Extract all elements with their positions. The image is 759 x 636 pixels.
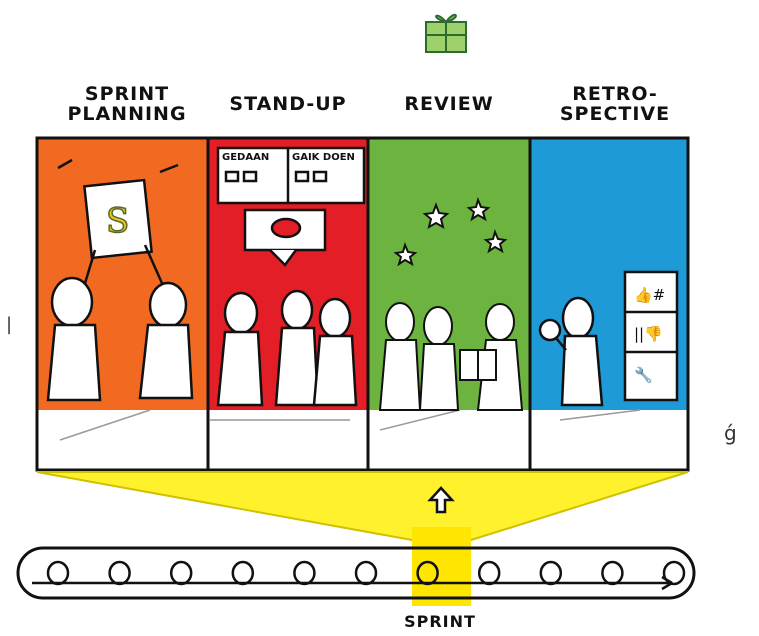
conveyor-loop xyxy=(293,560,316,586)
planning-scene: S xyxy=(46,158,194,402)
conveyor-loop xyxy=(354,560,378,586)
gift-icon xyxy=(425,13,467,53)
svg-text:|: | xyxy=(6,314,12,335)
conveyor-loop xyxy=(477,560,501,586)
svg-text:ǵ: ǵ xyxy=(724,421,737,445)
up-arrow-icon xyxy=(427,486,455,514)
panels-frame xyxy=(35,136,690,472)
conveyor-loop xyxy=(601,560,624,586)
conveyor-loop xyxy=(46,560,70,586)
sprint-conveyor xyxy=(16,546,696,600)
board-col-todo: GAIK DOEN xyxy=(292,152,355,163)
feedback-board xyxy=(623,270,679,402)
sprint-highlight xyxy=(412,527,471,606)
label-sprint-planning: SPRINT PLANNING xyxy=(67,83,187,125)
floor-strip xyxy=(37,410,688,470)
retro-scene: 👍# ||👎 🔧 xyxy=(538,270,679,407)
sprint-funnel xyxy=(36,471,689,541)
standup-scene xyxy=(216,146,366,407)
svg-text:👍#: 👍# xyxy=(634,286,665,304)
task-board xyxy=(216,146,366,205)
conveyor-loop xyxy=(539,560,563,586)
conveyor-loop xyxy=(169,560,193,586)
board-col-done: GEDAAN xyxy=(222,152,270,163)
conveyor-loop xyxy=(662,560,686,586)
magnifier-icon xyxy=(538,318,562,342)
label-stand-up: STAND-UP xyxy=(229,93,347,115)
conveyor-loop xyxy=(231,560,255,586)
label-review: REVIEW xyxy=(404,93,494,115)
review-scene xyxy=(378,197,524,411)
label-retrospective: RETRO- SPECTIVE xyxy=(559,83,671,125)
svg-text:||👎: ||👎 xyxy=(634,325,663,343)
svg-text:🔧: 🔧 xyxy=(634,365,653,384)
conveyor-loop xyxy=(108,560,131,586)
conveyor-loops xyxy=(32,560,686,591)
svg-text:S: S xyxy=(106,201,129,241)
conveyor-arrowhead-icon xyxy=(661,575,673,591)
sprint-label: SPRINT xyxy=(404,612,476,631)
planning-sign xyxy=(83,178,153,260)
conveyor-loop xyxy=(416,560,439,586)
